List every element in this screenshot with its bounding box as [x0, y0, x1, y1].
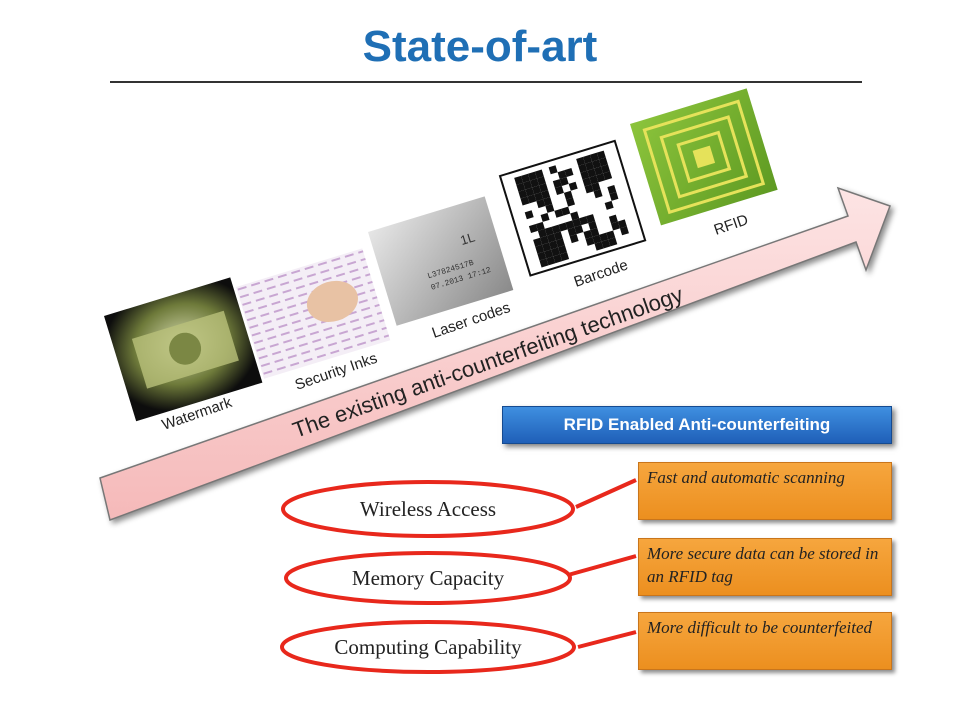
benefit-callout-counterfeit: More difficult to be counterfeited	[638, 612, 892, 670]
qr-pattern	[514, 150, 629, 268]
feature-label-wireless-access: Wireless Access	[360, 497, 496, 521]
feature-connectors	[567, 478, 637, 649]
rfid-image	[630, 88, 778, 226]
title-divider	[110, 81, 862, 83]
tech-label-barcode: Barcode	[572, 257, 630, 291]
security-inks-image	[235, 248, 391, 379]
laser-code-mark: 1L	[458, 229, 476, 248]
laser-codes-image: 1L L37824517B 07.2013 17:12	[368, 196, 514, 326]
rfid-banner: RFID Enabled Anti-counterfeiting	[502, 406, 892, 444]
page-title: State-of-art	[362, 22, 598, 71]
feature-oval-memory-capacity: Memory Capacity	[284, 551, 572, 605]
feature-oval-computing-capability: Computing Capability	[280, 620, 576, 674]
benefit-callout-fast-scanning: Fast and automatic scanning	[638, 462, 892, 520]
benefit-callout-secure-data: More secure data can be stored in an RFI…	[638, 538, 892, 596]
tech-label-rfid: RFID	[712, 211, 751, 239]
barcode-image	[498, 139, 647, 277]
watermark-image	[104, 277, 263, 422]
feature-label-memory-capacity: Memory Capacity	[352, 566, 505, 590]
feature-oval-wireless-access: Wireless Access	[281, 480, 575, 538]
feature-label-computing-capability: Computing Capability	[334, 635, 522, 659]
